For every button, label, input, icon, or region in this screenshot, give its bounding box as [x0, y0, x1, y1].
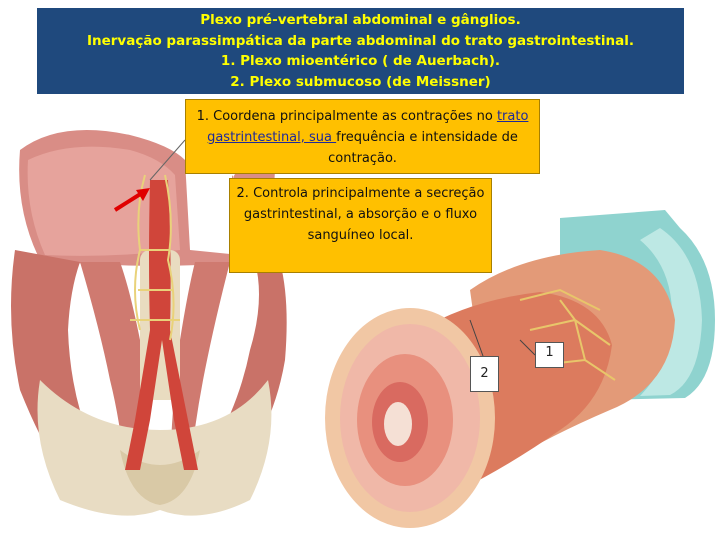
callout-myenteric: 1. Coordena principalmente as contrações…	[185, 99, 540, 174]
title-line: Inervação parassimpática da parte abdomi…	[37, 31, 684, 52]
callout-text: frequência e intensidade de contração.	[328, 130, 518, 166]
title-line: Plexo pré-vertebral abdominal e gânglios…	[37, 10, 684, 31]
callout-text: 1. Coordena principalmente as contrações…	[197, 109, 497, 124]
title-line: 1. Plexo mioentérico ( de Auerbach).	[37, 51, 684, 72]
callout-submucosal: 2. Controla principalmente a secreção ga…	[229, 178, 492, 273]
title-box: Plexo pré-vertebral abdominal e gânglios…	[37, 8, 684, 94]
title-line: 2. Plexo submucoso (de Meissner)	[37, 72, 684, 93]
label-one: 1	[535, 342, 564, 368]
label-two: 2	[470, 356, 499, 392]
callout-text: 2. Controla principalmente a secreção ga…	[237, 186, 485, 243]
